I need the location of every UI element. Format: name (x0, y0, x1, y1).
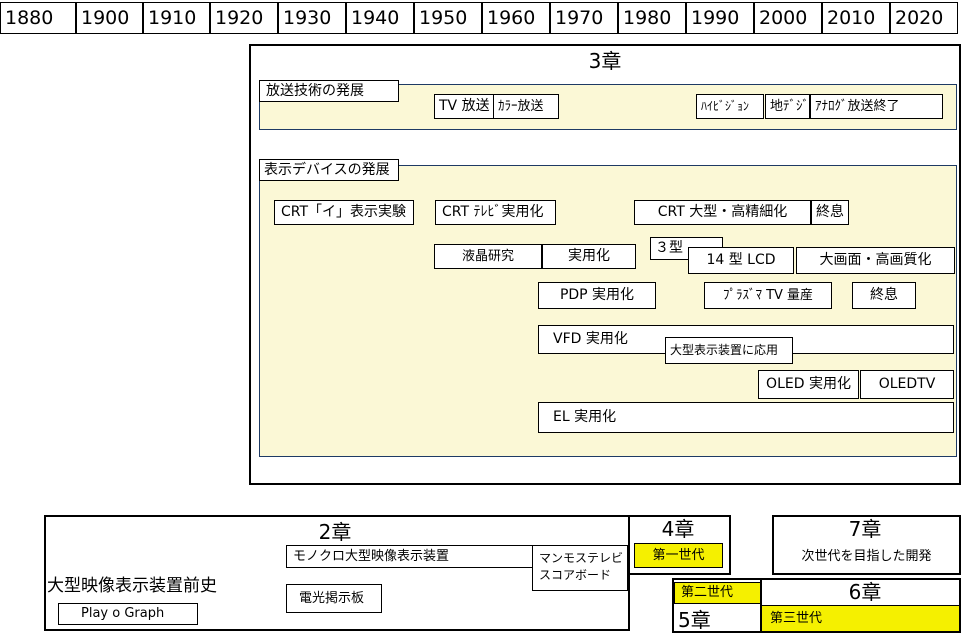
broadcast-hivision: ﾊｲﾋﾞｼﾞｮﾝ (696, 94, 764, 119)
timeline-year: 1990 (686, 2, 754, 34)
timeline-year: 1930 (278, 2, 346, 34)
crt-large-hd: CRT 大型・高精細化 (634, 200, 811, 225)
timeline-year: 1970 (550, 2, 618, 34)
electric-board: 電光掲示板 (286, 584, 382, 613)
timeline-year: 1960 (482, 2, 550, 34)
broadcast-analog-end: ｱﾅﾛｸﾞ放送終了 (810, 94, 943, 119)
lcd-practical: 実用化 (542, 244, 636, 269)
crt-experiment: CRT「イ」表示実験 (274, 200, 414, 225)
mammoth-tv-line1: マンモステレビ (539, 551, 624, 565)
chapter-5-title: 5章 (678, 608, 711, 632)
mono-large-display: モノクロ大型映像表示装置 (286, 545, 534, 568)
timeline-year: 2010 (822, 2, 890, 34)
gen2-badge: 第二世代 (674, 582, 762, 604)
broadcast-heading: 放送技術の発展 (259, 80, 399, 102)
timeline-year: 1980 (618, 2, 686, 34)
mammoth-tv: マンモステレビ スコアボード (532, 545, 628, 591)
chapter-7-title: 7章 (848, 517, 882, 541)
display-heading: 表示デバイスの発展 (259, 159, 399, 181)
chapter-2-title: 2章 (318, 520, 352, 544)
pdp-practical: PDP 実用化 (538, 282, 656, 309)
crt-tv-practical: CRT ﾃﾚﾋﾞ実用化 (435, 200, 556, 225)
chapter-3-title: 3章 (588, 49, 622, 73)
broadcast-tv: TV 放送 (434, 94, 495, 119)
oled-practical: OLED 実用化 (758, 370, 859, 399)
broadcast-digital: 地ﾃﾞｼﾞ (765, 94, 810, 119)
prehistory-label: 大型映像表示装置前史 (47, 576, 217, 596)
el-practical: EL 実用化 (538, 402, 954, 433)
vfd-large-display: 大型表示装置に応用 (665, 337, 793, 364)
lcd-research: 液晶研究 (434, 244, 542, 269)
timeline-year: 1910 (143, 2, 210, 34)
pdp-tv-mass: ﾌﾟﾗｽﾞﾏ TV 量産 (704, 282, 832, 309)
timeline-year: 1950 (414, 2, 482, 34)
chapter-4-title: 4章 (661, 517, 695, 541)
timeline-year: 1880 (0, 2, 76, 34)
chapter-7-frame (772, 515, 961, 575)
timeline-year: 1920 (210, 2, 278, 34)
timeline-year: 1900 (76, 2, 143, 34)
lcd-large-hq: 大画面・高画質化 (796, 247, 955, 274)
mammoth-tv-line2: スコアボード (539, 568, 612, 582)
oledtv: OLEDTV (860, 370, 954, 399)
timeline-year: 1940 (346, 2, 414, 34)
gen3-badge: 第三世代 (762, 605, 959, 631)
chapter-6-title: 6章 (848, 580, 882, 604)
playograph: Play o Graph (58, 603, 198, 625)
gen1-badge: 第一世代 (634, 543, 723, 568)
next-gen-label: 次世代を目指した開発 (801, 549, 932, 564)
lcd-14inch: 14 型 LCD (688, 247, 794, 274)
timeline-year: 2000 (754, 2, 822, 34)
crt-end: 終息 (811, 200, 849, 225)
pdp-end: 終息 (852, 282, 916, 309)
broadcast-color: ｶﾗｰ放送 (493, 94, 559, 119)
timeline-year: 2020 (890, 2, 958, 34)
